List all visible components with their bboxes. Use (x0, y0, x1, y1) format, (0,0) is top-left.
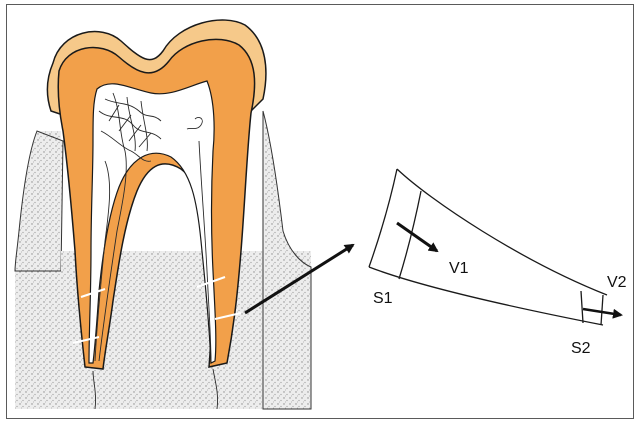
tooth-diagram: V1 S1 V2 S2 (7, 5, 635, 420)
figure-frame: V1 S1 V2 S2 (6, 4, 634, 419)
label-v2: V2 (607, 274, 627, 291)
canal-segment (369, 169, 607, 325)
label-s2: S2 (571, 340, 591, 357)
velocity-arrow-v1 (397, 223, 437, 251)
gum-left (15, 131, 63, 271)
label-s1: S1 (373, 290, 393, 307)
label-v1: V1 (449, 260, 469, 277)
